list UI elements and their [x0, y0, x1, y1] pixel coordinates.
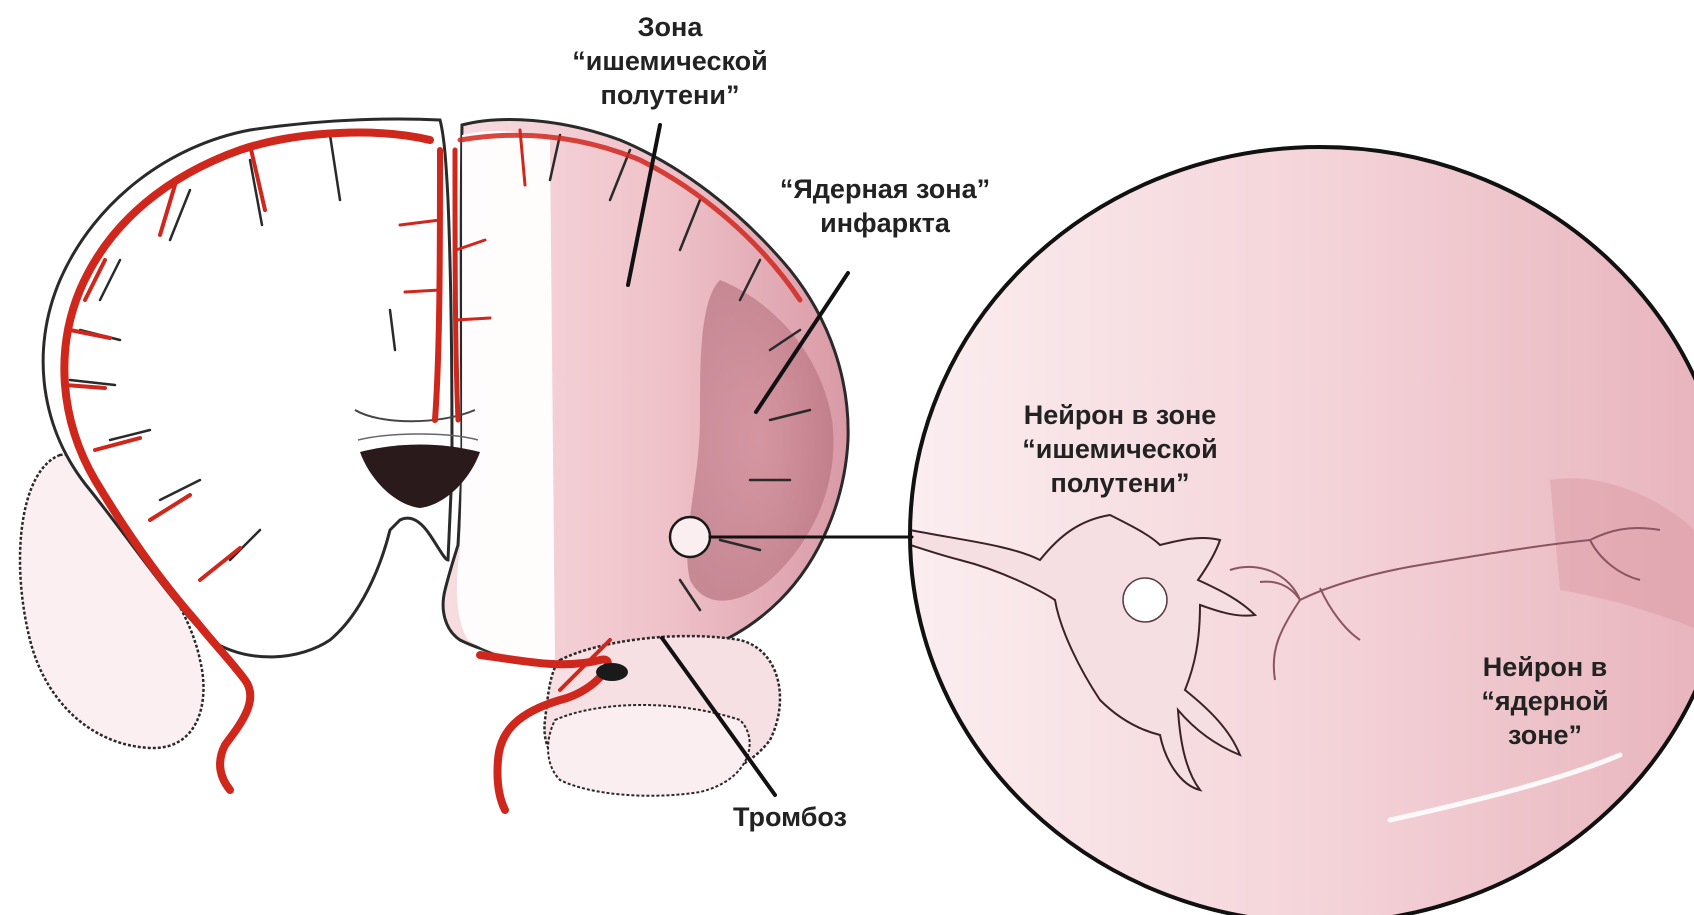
- label-infarct-core-line2: инфаркта: [760, 206, 1010, 240]
- label-neuron-core: Нейрон в “ядерной зоне”: [1455, 650, 1635, 752]
- right-hemisphere-unaffected: [457, 131, 555, 660]
- label-neuron-penumbra-line2: “ишемической: [990, 432, 1250, 466]
- label-neuron-core-line3: зоне”: [1455, 718, 1635, 752]
- neuron-penumbra-nucleus: [1123, 578, 1167, 622]
- label-penumbra-zone-line1: Зона: [540, 10, 800, 44]
- label-neuron-core-line2: “ядерной: [1455, 684, 1635, 718]
- magnified-view: [910, 147, 1694, 915]
- label-neuron-core-line1: Нейрон в: [1455, 650, 1635, 684]
- label-infarct-core-line1: “Ядерная зона”: [760, 172, 1010, 206]
- label-neuron-penumbra-line1: Нейрон в зоне: [990, 398, 1250, 432]
- label-thrombosis: Тромбоз: [700, 800, 880, 834]
- neuron-sample-circle: [670, 517, 710, 557]
- label-thrombosis-text: Тромбоз: [700, 800, 880, 834]
- label-infarct-core: “Ядерная зона” инфаркта: [760, 172, 1010, 240]
- label-neuron-penumbra: Нейрон в зоне “ишемической полутени”: [990, 398, 1250, 500]
- thrombus: [596, 663, 628, 681]
- brain-section: [20, 119, 848, 810]
- label-penumbra-zone-line3: полутени”: [540, 78, 800, 112]
- label-neuron-penumbra-line3: полутени”: [990, 466, 1250, 500]
- label-penumbra-zone: Зона “ишемической полутени”: [540, 10, 800, 112]
- label-penumbra-zone-line2: “ишемической: [540, 44, 800, 78]
